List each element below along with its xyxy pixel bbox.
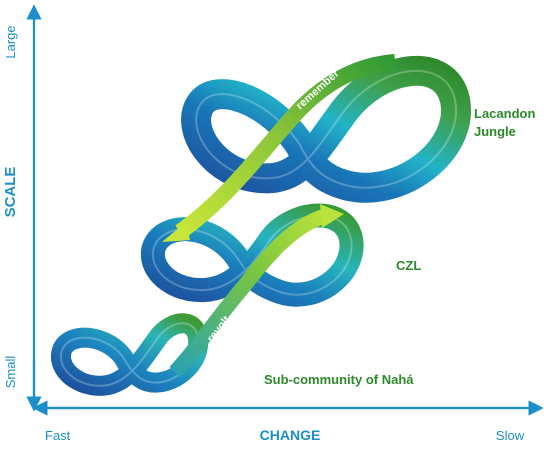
y-axis-bottom-label: Small [3,356,18,389]
y-axis-top-label: Large [3,25,18,58]
medium-loop-label: CZL [396,258,421,273]
loop-medium [141,203,364,307]
loop-small [51,313,208,396]
remember-arrowhead [162,222,190,242]
y-axis-title: SCALE [2,167,19,218]
large-loop-label-line1: Lacandon [474,106,535,121]
revolt-arrowhead [320,204,344,228]
x-axis-title: CHANGE [260,427,321,443]
x-axis-left-label: Fast [45,428,71,443]
x-axis-right-label: Slow [496,428,525,443]
large-loop-label-line2: Jungle [474,124,516,139]
small-loop-label: Sub-community of Nahá [264,372,414,387]
axes [26,4,544,416]
loop-large [181,55,471,203]
